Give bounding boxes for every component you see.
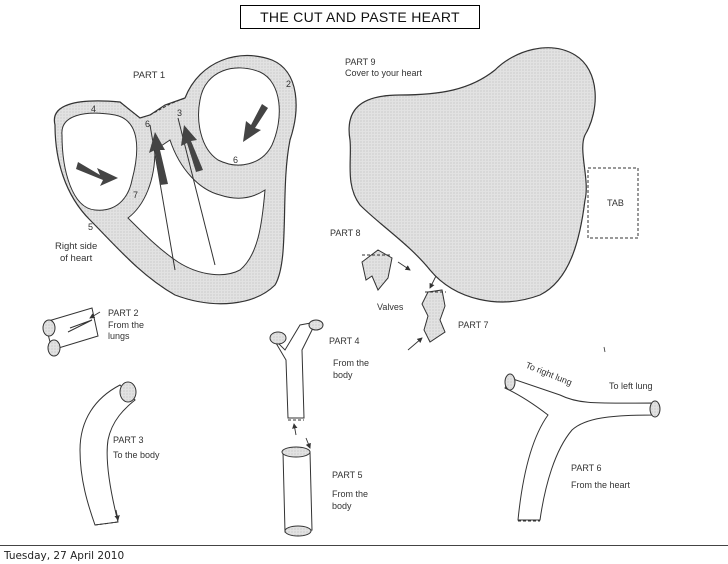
part2-line1: From the (108, 320, 145, 330)
part6-tube (504, 373, 661, 522)
part6-label: PART 6 (571, 463, 602, 473)
tab-label: TAB (607, 198, 624, 208)
arrow-into-right-atrium (243, 104, 268, 142)
heart-number-3: 3 (177, 108, 183, 118)
part9-cover-shape (348, 47, 639, 303)
part5-tube (281, 446, 313, 537)
heart-number-4: 4 (91, 104, 97, 114)
part4-line1: From the (333, 358, 370, 368)
part4-label: PART 4 (329, 336, 360, 346)
valve-pointer-arrows (397, 261, 437, 351)
tab-shape (587, 167, 639, 239)
part1-label: PART 1 (133, 70, 166, 81)
heart-number-7: 7 (133, 190, 139, 200)
part3-label: PART 3 (113, 435, 144, 445)
part8-valves (361, 249, 446, 343)
part4-tube (269, 319, 324, 421)
part3-tube (79, 381, 137, 526)
arrow-up-septum-1 (149, 132, 168, 185)
footer-divider (0, 545, 728, 546)
heart-number-5: 5 (88, 222, 94, 232)
footer-date: Tuesday, 27 April 2010 (4, 550, 125, 562)
heart-cutout-diagram (42, 47, 661, 537)
part6-desc: From the heart (571, 480, 631, 490)
heart-side-label-2: of heart (60, 253, 93, 264)
part9-desc: Cover to your heart (345, 68, 423, 78)
part6-left-lung-label: To left lung (609, 381, 653, 391)
part3-desc: To the body (113, 450, 160, 460)
part5-line2: body (332, 501, 352, 511)
heart-number-6a: 6 (145, 119, 151, 129)
part2-tubes (42, 307, 99, 357)
part2-line2: lungs (108, 331, 130, 341)
part2-label: PART 2 (108, 308, 139, 318)
heart-number-2: 2 (286, 79, 292, 89)
heart-flow-arrows (76, 104, 268, 186)
part4-line2: body (333, 370, 353, 380)
part9-label: PART 9 (345, 57, 376, 67)
arrow-up-septum-2 (181, 125, 203, 172)
part7-label: PART 7 (458, 320, 489, 330)
part8-label: PART 8 (330, 228, 361, 238)
arrow-into-left-atrium (76, 162, 118, 186)
part5-label: PART 5 (332, 470, 363, 480)
page-title: THE CUT AND PASTE HEART (240, 5, 480, 29)
join-arrows-4-5 (292, 423, 311, 449)
part1-heart-shape (53, 54, 297, 305)
heart-number-6b: 6 (233, 155, 239, 165)
part5-line1: From the (332, 489, 369, 499)
heart-side-label-1: Right side (55, 241, 98, 252)
valves-label: Valves (377, 302, 404, 312)
